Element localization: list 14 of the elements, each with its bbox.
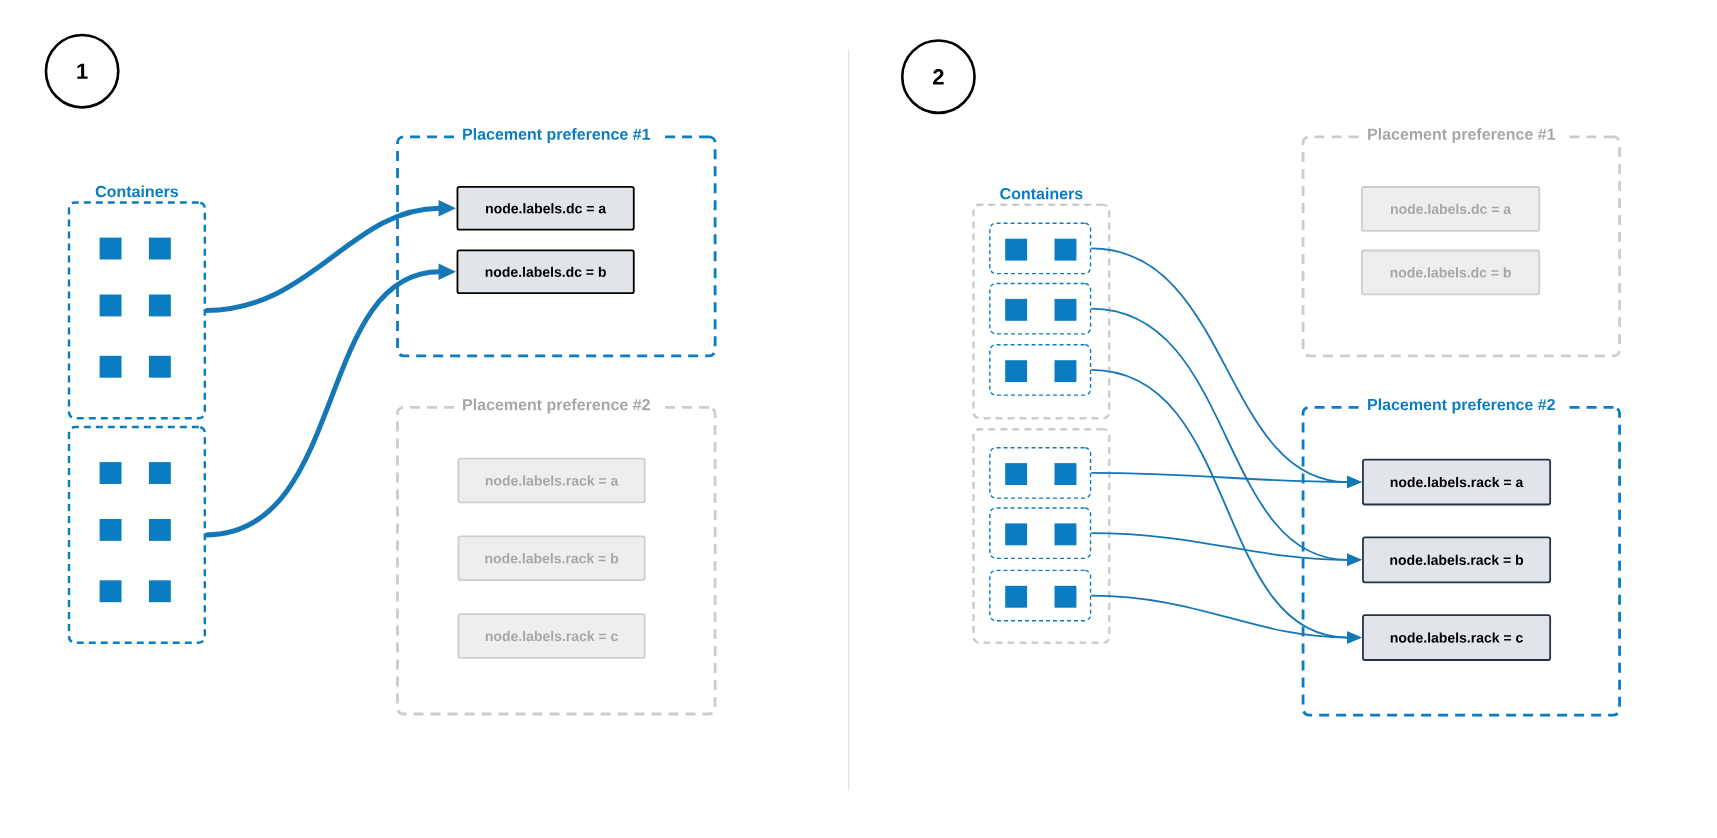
label-box: node.labels.rack = c xyxy=(457,613,646,659)
label-box: node.labels.rack = a xyxy=(457,457,646,504)
label-box: node.labels.dc = a xyxy=(456,186,635,231)
label-box: node.labels.dc = a xyxy=(1360,186,1541,232)
container-group-box: Containers xyxy=(972,187,1111,420)
node-label: Containers xyxy=(1000,187,1083,200)
container-group-box: Containers xyxy=(67,185,206,420)
label-box: node.labels.rack = b xyxy=(457,535,646,581)
container-group-box xyxy=(972,428,1111,644)
label-box: node.labels.rack = a xyxy=(1362,458,1552,506)
label-box: node.labels.dc = b xyxy=(1360,249,1541,296)
label-box: node.labels.dc = b xyxy=(456,249,635,295)
label-box: node.labels.rack = b xyxy=(1362,536,1552,584)
label-box: node.labels.rack = c xyxy=(1362,614,1552,661)
